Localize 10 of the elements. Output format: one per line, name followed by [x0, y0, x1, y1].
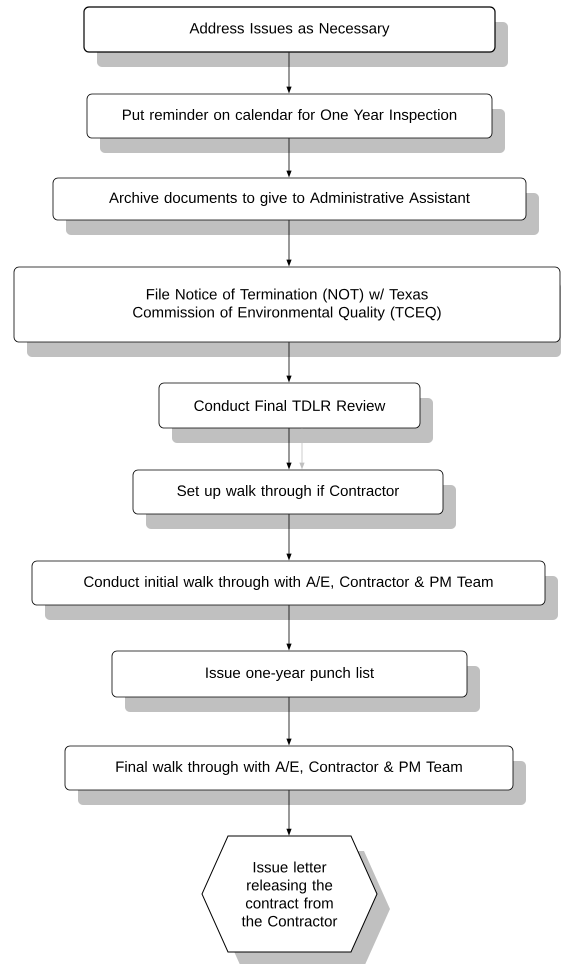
process-box: Address Issues as Necessary: [83, 6, 508, 67]
process-box: Conduct initial walk through with A/E, Contractor & PM Team: [32, 560, 558, 620]
process-box: File Notice of Termination (NOT) w/ Texas Commission of Environmental Quality (TCEQ): [14, 266, 561, 357]
process-box: Conduct Final TDLR Review: [158, 382, 433, 443]
process-box: Issue one-year punch list: [112, 650, 480, 712]
process-box: Put reminder on calendar for One Year Inspection: [86, 94, 505, 153]
process-box: Set up walk through if Contractor: [132, 470, 456, 529]
process-box: Final walk through with A/E, Contractor & PM Team: [64, 746, 526, 805]
node-label: Issue letter releasing the contract from the Contractor: [242, 861, 338, 927]
process-box: Archive documents to give to Administrative Assistant: [52, 178, 539, 235]
